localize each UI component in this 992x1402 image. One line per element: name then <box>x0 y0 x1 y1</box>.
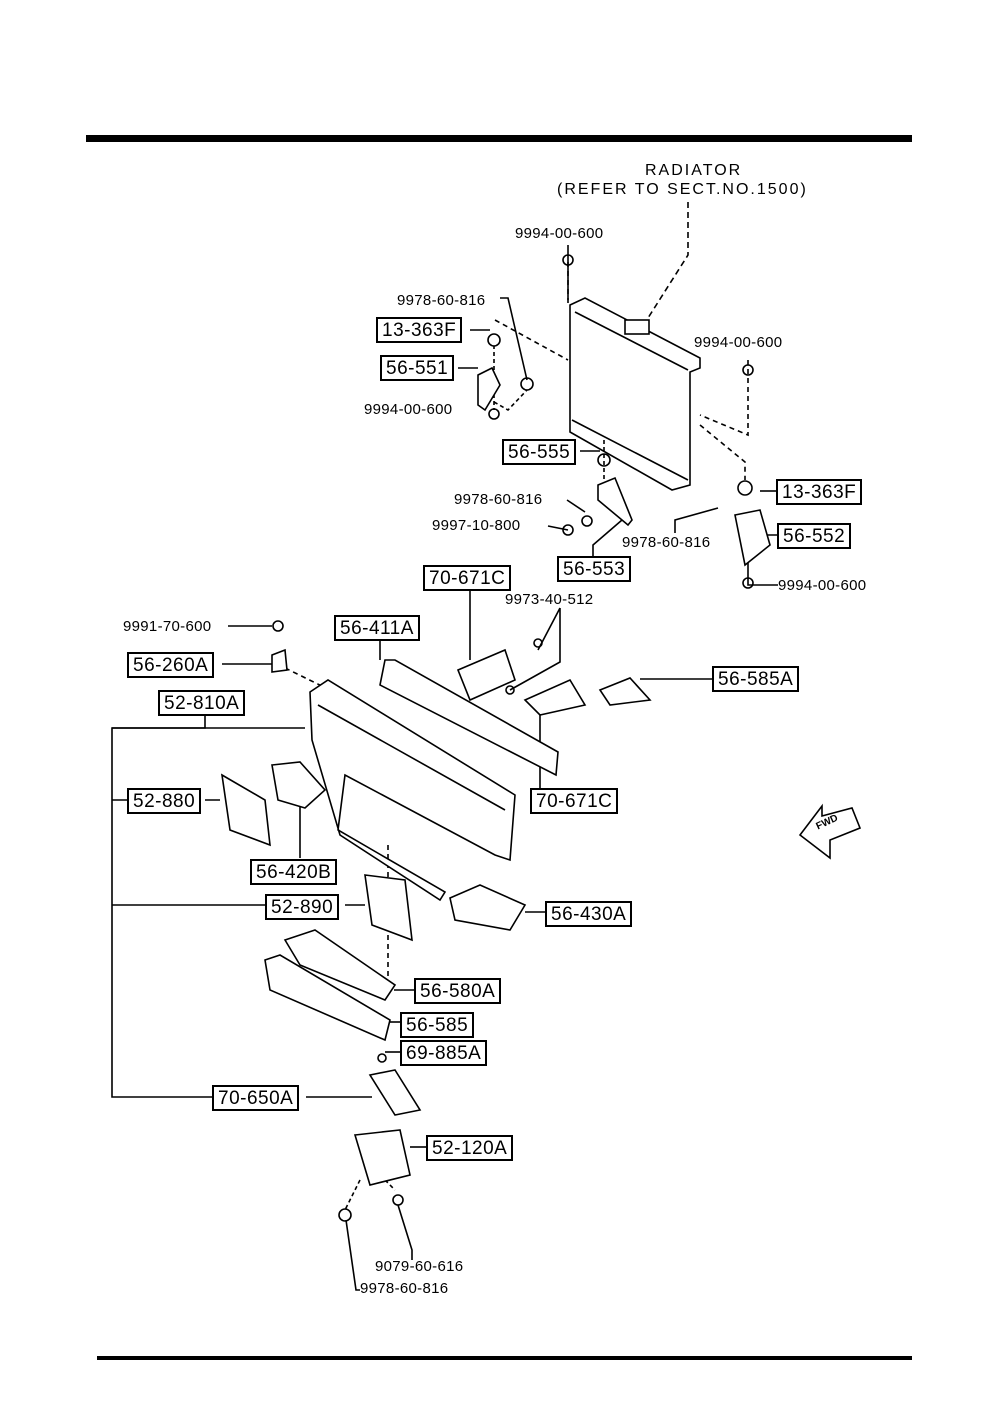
part-callout: 56-552 <box>777 523 852 549</box>
part-label: 9978-60-816 <box>454 491 543 508</box>
part-callout: 56-553 <box>557 556 632 582</box>
part-label: 9997-10-800 <box>432 517 521 534</box>
part-callout: 70-671C <box>423 565 512 591</box>
part-label: 9994-00-600 <box>364 401 453 418</box>
fwd-arrow-icon <box>798 803 862 860</box>
part-label: 9978-60-816 <box>622 534 711 551</box>
fasteners <box>272 254 754 1222</box>
bottom-rule <box>97 1356 912 1360</box>
part-label: 9994-00-600 <box>778 577 867 594</box>
parts-outlines <box>220 366 771 1186</box>
part-callout: 52-810A <box>158 690 246 716</box>
part-callout: 56-411A <box>334 615 420 641</box>
part-label: 9994-00-600 <box>694 334 783 351</box>
part-callout: 52-880 <box>127 788 202 814</box>
part-callout: 56-420B <box>250 859 338 885</box>
radiator-title: RADIATOR <box>645 162 743 179</box>
part-callout: 56-585A <box>712 666 800 692</box>
part-label: 9079-60-616 <box>375 1258 464 1275</box>
part-callout: 56-585 <box>400 1012 475 1038</box>
part-label: 9991-70-600 <box>123 618 212 635</box>
part-callout: 52-120A <box>426 1135 514 1161</box>
part-callout: 69-885A <box>400 1040 488 1066</box>
part-label: 9978-60-816 <box>360 1280 449 1297</box>
radiator-reference: (REFER TO SECT.NO.1500) <box>557 181 808 198</box>
radiator-drawing <box>569 297 701 491</box>
part-callout: 56-260A <box>127 652 215 678</box>
top-rule <box>86 135 912 142</box>
part-label: 9973-40-512 <box>505 591 594 608</box>
radiator-reference-leader <box>647 202 689 319</box>
part-callout: 56-551 <box>380 355 455 381</box>
part-callout: 13-363F <box>376 317 463 343</box>
part-label: 9978-60-816 <box>397 292 486 309</box>
part-callout: 56-430A <box>545 901 633 927</box>
part-label: 9994-00-600 <box>515 225 604 242</box>
part-callout: 13-363F <box>776 479 863 505</box>
leader-lines <box>111 245 778 1291</box>
part-callout: 70-671C <box>530 788 619 814</box>
part-callout: 56-555 <box>502 439 577 465</box>
part-callout: 70-650A <box>212 1085 300 1111</box>
part-callout: 56-580A <box>414 978 502 1004</box>
part-callout: 52-890 <box>265 894 340 920</box>
